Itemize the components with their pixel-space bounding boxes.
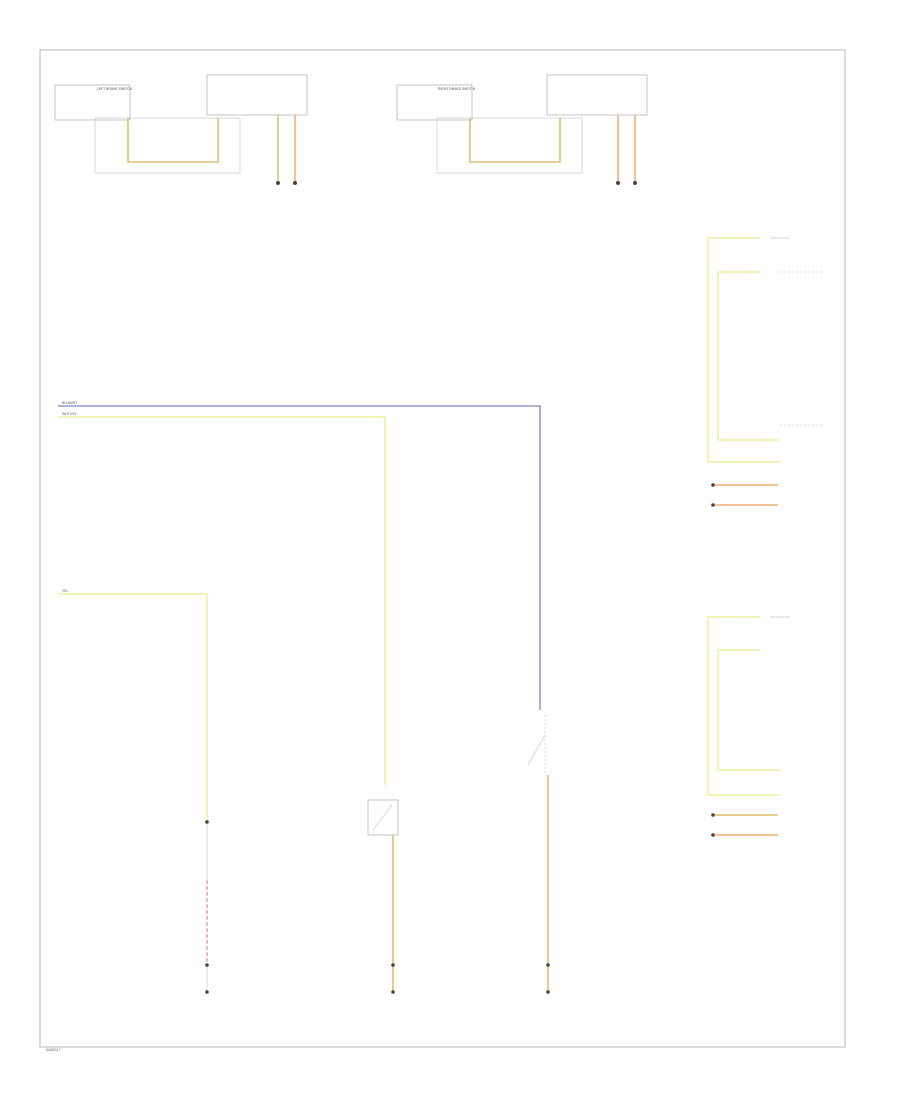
module-lower-dot: [711, 813, 715, 817]
middle-relay-contact: [372, 804, 393, 831]
left-ground-frame: [94, 117, 241, 174]
left-brake-switch-box: [54, 84, 131, 121]
yellow-bus-wire: [58, 416, 386, 785]
right-control-unit-box: [546, 74, 648, 116]
blue-bus-wire: [58, 405, 541, 710]
right-brake-switch-label: RIGHT BRAKE SWITCH: [438, 87, 476, 91]
left-tan-wire: [127, 118, 219, 163]
right-ground-frame: [436, 117, 583, 174]
left-brake-switch-label: LEFT BRAKE SWITCH: [97, 87, 133, 91]
middle-circuit-dot: [391, 990, 395, 994]
transmission-module-upper: [707, 237, 822, 507]
right-brake-switch-box: [396, 84, 473, 121]
yellow-wire-label: WHT/YEL: [62, 412, 77, 416]
diagram-footer-code: W00017: [46, 1047, 62, 1052]
module-lower-dot: [711, 833, 715, 837]
module-lower-inner-wire: [717, 649, 780, 771]
left-control-unit-box: [206, 74, 308, 116]
middle-relay-box: [367, 799, 399, 836]
transmission-module-lower: [707, 616, 790, 837]
module-upper-inner-wire: [717, 271, 780, 441]
left-yellow-circuit-wire: [58, 593, 208, 822]
left-circuit-dot: [205, 820, 209, 824]
left-brake-switch-group: LEFT BRAKE SWITCH: [54, 74, 308, 185]
left-circuit-dot: [205, 963, 209, 967]
left-connector-dot: [293, 181, 297, 185]
left-circuit-dot: [205, 990, 209, 994]
module-lower-yellow-wire: [707, 616, 780, 796]
left-connector-dot: [276, 181, 280, 185]
middle-circuit-dot: [391, 963, 395, 967]
module-upper-yellow-wire: [707, 237, 780, 463]
right-circuit-dot: [546, 990, 550, 994]
right-relay-contact: [527, 734, 546, 766]
left-yellow-label: YEL: [62, 589, 69, 593]
right-brake-switch-group: RIGHT BRAKE SWITCH: [396, 74, 648, 185]
blue-wire-label: BLU/WHT: [62, 401, 77, 405]
right-circuit-dot: [546, 963, 550, 967]
right-connector-dot: [616, 181, 620, 185]
right-tan-wire: [469, 118, 561, 163]
right-connector-dot: [633, 181, 637, 185]
diagram-frame: [39, 49, 846, 1048]
module-upper-dot: [711, 503, 715, 507]
module-upper-dot: [711, 483, 715, 487]
